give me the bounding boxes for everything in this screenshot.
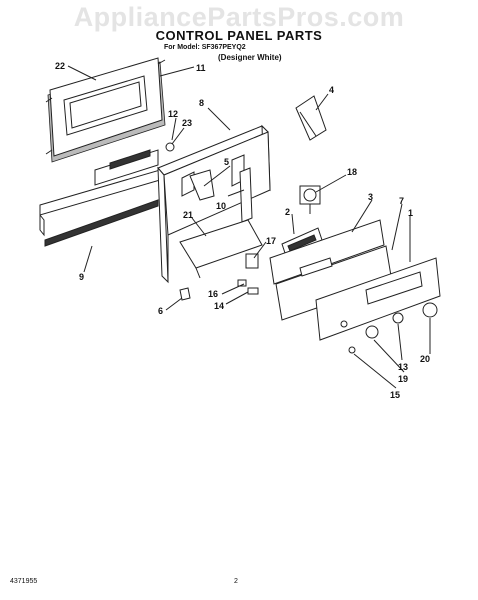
document-number: 4371955 (10, 578, 38, 585)
callout-6: 6 (158, 306, 163, 316)
callout-18: 18 (347, 167, 357, 177)
display-board-drawing (281, 227, 323, 257)
callout-11: 11 (196, 63, 206, 73)
callout-1: 1 (408, 208, 413, 218)
site-watermark: AppliancePartsPros.com (73, 2, 405, 32)
callout-16: 16 (208, 289, 218, 299)
callout-5: 5 (224, 157, 229, 167)
heat-shield-drawing (179, 219, 263, 279)
switch-drawing (299, 185, 321, 214)
callout-14: 14 (214, 301, 224, 311)
callout-9: 9 (79, 272, 84, 282)
page-number: 2 (234, 578, 238, 585)
callout-7: 7 (399, 196, 404, 206)
fasteners-drawing (165, 142, 259, 301)
callout-17: 17 (266, 236, 276, 246)
callout-13: 13 (398, 362, 408, 372)
knobs-drawing (348, 302, 438, 354)
callout-23: 23 (182, 118, 192, 128)
callout-labels: 22 11 12 23 8 4 5 10 18 3 7 1 2 21 17 9 … (55, 61, 430, 400)
leader-lines (67, 65, 431, 389)
callout-2: 2 (285, 207, 290, 217)
callout-20: 20 (420, 354, 430, 364)
relay-drawing (245, 253, 259, 269)
callout-15: 15 (390, 390, 400, 400)
callout-10: 10 (216, 201, 226, 211)
callout-21: 21 (183, 210, 193, 220)
variant-line: (Designer White) (218, 53, 282, 62)
diagram-title: CONTROL PANEL PARTS (155, 28, 323, 43)
callout-4: 4 (329, 85, 334, 95)
end-cap-drawing (295, 95, 327, 141)
callout-12: 12 (168, 109, 178, 119)
callout-8: 8 (199, 98, 204, 108)
front-panel-drawing (315, 257, 441, 341)
main-frame-drawing (157, 124, 271, 284)
bracket-drawing (189, 167, 253, 223)
console-panels-drawing (269, 219, 393, 321)
callout-19: 19 (398, 374, 408, 384)
lower-strip-drawing (39, 149, 161, 247)
callout-22: 22 (55, 61, 65, 71)
model-line: For Model: SF367PEYQ2 (164, 44, 246, 51)
callout-3: 3 (368, 192, 373, 202)
rear-panel-drawing (45, 57, 166, 163)
